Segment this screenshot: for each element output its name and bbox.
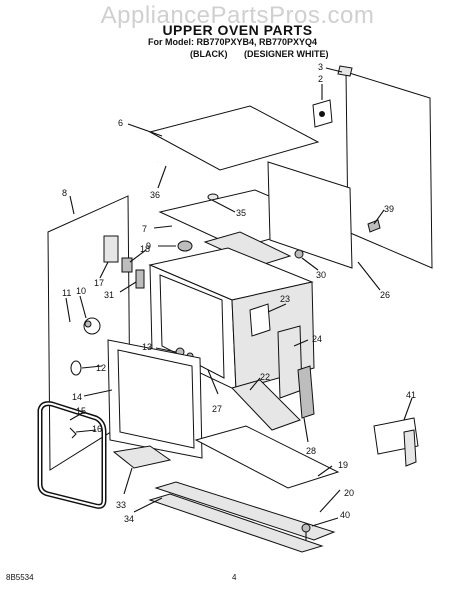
callout-19: 19 (338, 460, 348, 470)
callout-11: 11 (62, 288, 71, 298)
part-14-door-frame (107, 339, 203, 459)
callout-9: 9 (146, 241, 151, 251)
callout-12: 12 (96, 363, 106, 373)
callout-26: 26 (380, 290, 390, 300)
callout-35: 35 (236, 208, 246, 218)
part-24-rail (277, 325, 303, 399)
color-black: (BLACK) (190, 49, 228, 59)
callout-34: 34 (124, 514, 134, 524)
part-17-18-latch (103, 235, 133, 273)
part-33-vent (112, 445, 172, 469)
callout-6: 6 (118, 118, 123, 128)
callout-18: 18 (140, 244, 150, 254)
callout-labels: 3 2 6 36 35 39 7 9 8 18 17 30 26 31 11 1… (62, 62, 416, 524)
part-16-clip (69, 427, 77, 439)
color-designer-white: (DESIGNER WHITE) (244, 49, 329, 59)
part-40-screw (301, 523, 311, 540)
callout-40: 40 (340, 510, 350, 520)
part-30-fastener (294, 249, 304, 259)
callout-27: 27 (212, 404, 222, 414)
part-20-trim (154, 481, 336, 541)
callout-41: 41 (406, 390, 416, 400)
color-variants: (BLACK) (DESIGNER WHITE) (190, 49, 343, 59)
part-22-rail (231, 379, 301, 431)
part-34-trim (148, 493, 324, 553)
part-3-side-panel (337, 65, 433, 269)
callout-33: 33 (116, 500, 126, 510)
callout-15: 15 (76, 406, 86, 416)
part-28-hinge (297, 365, 315, 419)
part-36-vent-tube (157, 160, 219, 201)
part-10-11-lamp (83, 317, 101, 335)
part-23-bracket (249, 303, 271, 337)
callout-8: 8 (62, 188, 67, 198)
part-39-clip (367, 219, 381, 233)
callout-16: 16 (92, 424, 102, 434)
part-12-bulb (70, 360, 82, 376)
part-19-bottom-panel (194, 425, 340, 489)
callout-31: 31 (104, 290, 114, 300)
callout-14: 14 (72, 392, 82, 402)
part-31-switch (135, 269, 145, 289)
callout-36: 36 (150, 190, 160, 200)
callout-39: 39 (384, 204, 394, 214)
watermark: AppliancePartsPros.com (100, 2, 375, 29)
leader-lines (65, 67, 413, 527)
callout-30: 30 (316, 270, 326, 280)
callout-24: 24 (312, 334, 322, 344)
part-6-top-panel (148, 105, 320, 171)
page-title: UPPER OVEN PARTS (162, 22, 313, 38)
model-line: For Model: RB770PXYB4, RB770PXYQ4 (148, 37, 318, 47)
callout-28: 28 (306, 446, 316, 456)
page-number: 4 (232, 573, 237, 582)
callout-13: 13 (142, 342, 152, 352)
callout-22: 22 (260, 372, 270, 382)
callout-23: 23 (280, 294, 290, 304)
callout-20: 20 (344, 488, 354, 498)
callout-3: 3 (318, 62, 323, 72)
callout-7: 7 (142, 224, 147, 234)
part-26-rear-panel (267, 161, 353, 269)
doc-number: 8B5534 (6, 573, 34, 582)
callout-10: 10 (76, 286, 86, 296)
callout-17: 17 (94, 278, 104, 288)
part-2-bracket (312, 99, 333, 128)
callout-2: 2 (318, 74, 323, 84)
part-41-bracket (373, 417, 419, 467)
